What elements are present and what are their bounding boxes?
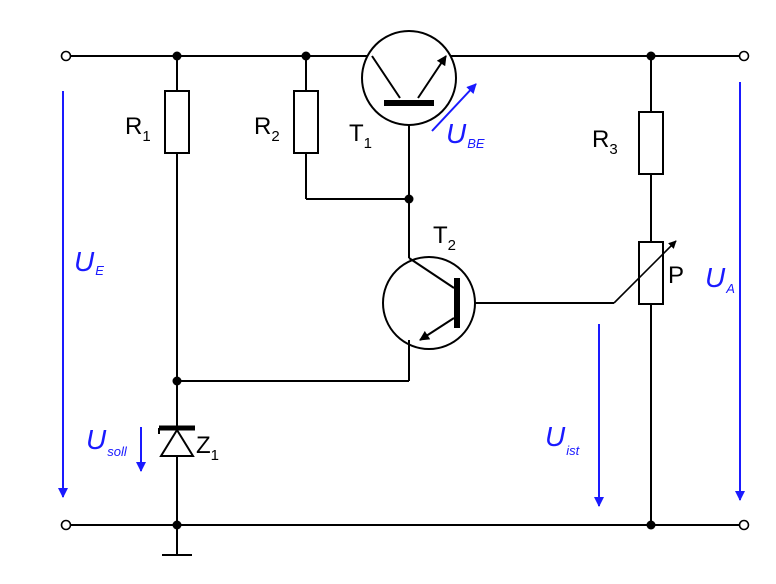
junction-dot <box>404 194 414 204</box>
label-r3: R3 <box>592 126 618 158</box>
label-r2: R2 <box>254 113 280 145</box>
transistor-t1 <box>361 30 457 126</box>
label-uist: Uist <box>545 421 581 458</box>
label-ue: UE <box>74 246 104 278</box>
junctions <box>172 51 656 530</box>
output-terminal-top <box>738 50 750 62</box>
junction-dot <box>172 520 182 530</box>
transistor-t2 <box>382 256 476 350</box>
label-t2: T2 <box>433 222 456 254</box>
label-p: P <box>668 262 684 289</box>
junction-dot <box>172 376 182 386</box>
label-ua: UA <box>705 262 735 296</box>
label-z1: Z1 <box>196 432 219 464</box>
resistor-r2 <box>293 90 319 154</box>
wiring <box>70 55 740 556</box>
label-ube: UBE <box>446 118 485 151</box>
junction-dot <box>646 520 656 530</box>
junction-dot <box>646 51 656 61</box>
resistor-r1 <box>164 90 190 154</box>
input-terminal-bottom <box>60 519 72 531</box>
potentiometer-p <box>613 240 677 305</box>
resistor-r3 <box>638 111 664 175</box>
label-r1: R1 <box>125 113 151 145</box>
terminals <box>60 50 750 531</box>
junction-dot <box>301 51 311 61</box>
input-terminal-top <box>60 50 72 62</box>
label-t1: T1 <box>349 120 372 152</box>
voltage-arrow-ube <box>431 83 477 132</box>
output-terminal-bottom <box>738 519 750 531</box>
junction-dot <box>172 51 182 61</box>
zener-diode-z1 <box>158 425 195 457</box>
label-usoll: Usoll <box>86 424 128 459</box>
